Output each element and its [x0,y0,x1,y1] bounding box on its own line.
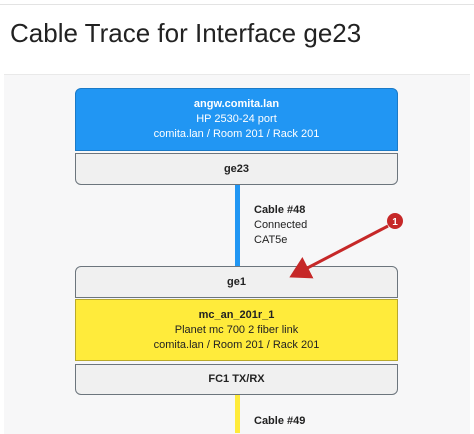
cable-49-link[interactable]: Cable #49 [254,415,306,427]
cable-48-type: CAT5e [254,234,288,246]
device-type: HP 2530-24 port [196,113,277,125]
cable-48-status: Connected [254,219,308,231]
device-card-angw[interactable]: angw.comita.lan HP 2530-24 port comita.l… [75,88,398,151]
device-name[interactable]: angw.comita.lan [193,98,280,110]
annotation-arrow [289,224,389,279]
device-location: comita.lan / Room 201 / Rack 201 [153,128,320,140]
cable-48-link[interactable]: Cable #48 [254,204,306,216]
cable-48-info: Cable #48 Connected CAT5e [254,203,307,248]
top-divider [0,4,474,5]
interface-fc1-txrx[interactable]: FC1 TX/RX [75,364,398,395]
interface-ge23[interactable]: ge23 [75,153,398,185]
annotation-badge-number: 1 [392,217,398,228]
device-type: Planet mc 700 2 fiber link [174,324,299,336]
annotation-badge-icon [387,213,403,229]
cable-49-info: Cable #49 [254,414,305,429]
page-title: Cable Trace for Interface ge23 [10,18,362,48]
device-location: comita.lan / Room 201 / Rack 201 [153,339,320,351]
device-card-mc-an-201r-1[interactable]: mc_an_201r_1 Planet mc 700 2 fiber link … [75,299,398,361]
cable-48-line [235,185,240,266]
device-name[interactable]: mc_an_201r_1 [198,309,275,321]
cable-49-line [235,395,240,433]
interface-ge1[interactable]: ge1 [75,266,398,298]
